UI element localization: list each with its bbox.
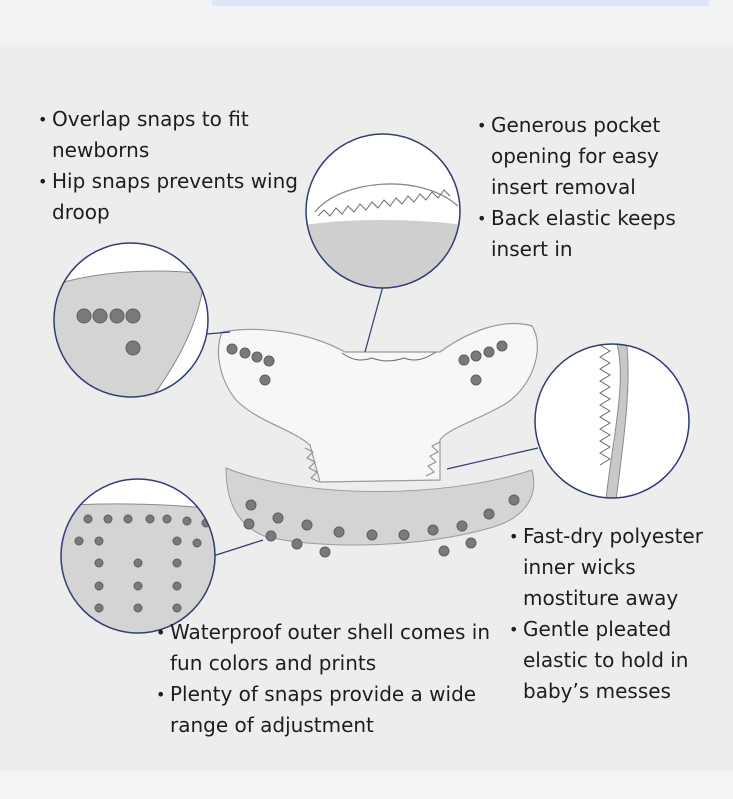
- zoom-circle-shell: [60, 478, 216, 634]
- zoom-circle-snaps: [53, 242, 209, 398]
- hip-snaps-right: [458, 340, 508, 386]
- callout-item: Overlap snaps to fit newborns: [38, 104, 298, 166]
- left-leg-ruffle: [304, 447, 320, 483]
- callout-top-left: Overlap snaps to fit newborns Hip snaps …: [38, 104, 298, 228]
- callout-top-right: Generous pocket opening for easy insert …: [477, 110, 687, 265]
- bottom-band: [0, 771, 733, 799]
- callout-item: Waterproof outer shell comes in fun colo…: [156, 617, 496, 679]
- callout-item: Fast-dry polyester inner wicks mostiture…: [509, 521, 709, 614]
- callout-item: Back elastic keeps insert in: [477, 203, 687, 265]
- pocket-ruffle: [341, 351, 437, 362]
- callout-bottom-center: Waterproof outer shell comes in fun colo…: [156, 617, 496, 741]
- shell-snaps: [243, 494, 520, 558]
- hip-snaps-left: [226, 343, 275, 386]
- callout-item: Hip snaps prevents wing droop: [38, 166, 298, 228]
- callout-item: Generous pocket opening for easy insert …: [477, 110, 687, 203]
- zoom-circle-pocket: [305, 133, 461, 289]
- right-leg-ruffle: [425, 441, 441, 477]
- zoom-circle-elastic: [534, 343, 690, 499]
- callout-item: Gentle pleated elastic to hold in baby’s…: [509, 614, 709, 707]
- diaper-outline: [217, 322, 538, 483]
- leader-lines: [206, 285, 539, 557]
- top-accent-bar: [212, 0, 709, 6]
- callout-bottom-right: Fast-dry polyester inner wicks mostiture…: [509, 521, 709, 707]
- callout-item: Plenty of snaps provide a wide range of …: [156, 679, 496, 741]
